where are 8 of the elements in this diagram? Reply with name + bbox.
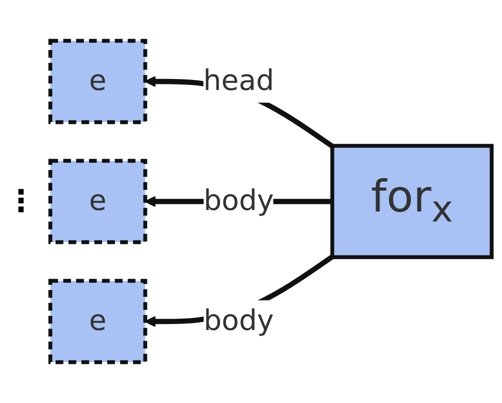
node-box: for$_{x}$ bbox=[330, 144, 494, 260]
edge-label: body bbox=[204, 305, 274, 338]
node-box: e bbox=[48, 158, 148, 244]
ellipsis-label: ⋮ bbox=[6, 184, 36, 219]
edge-label: body bbox=[204, 185, 274, 218]
node-box: e bbox=[48, 38, 148, 124]
edge-label: head bbox=[203, 65, 274, 98]
node-box: e bbox=[48, 278, 148, 364]
